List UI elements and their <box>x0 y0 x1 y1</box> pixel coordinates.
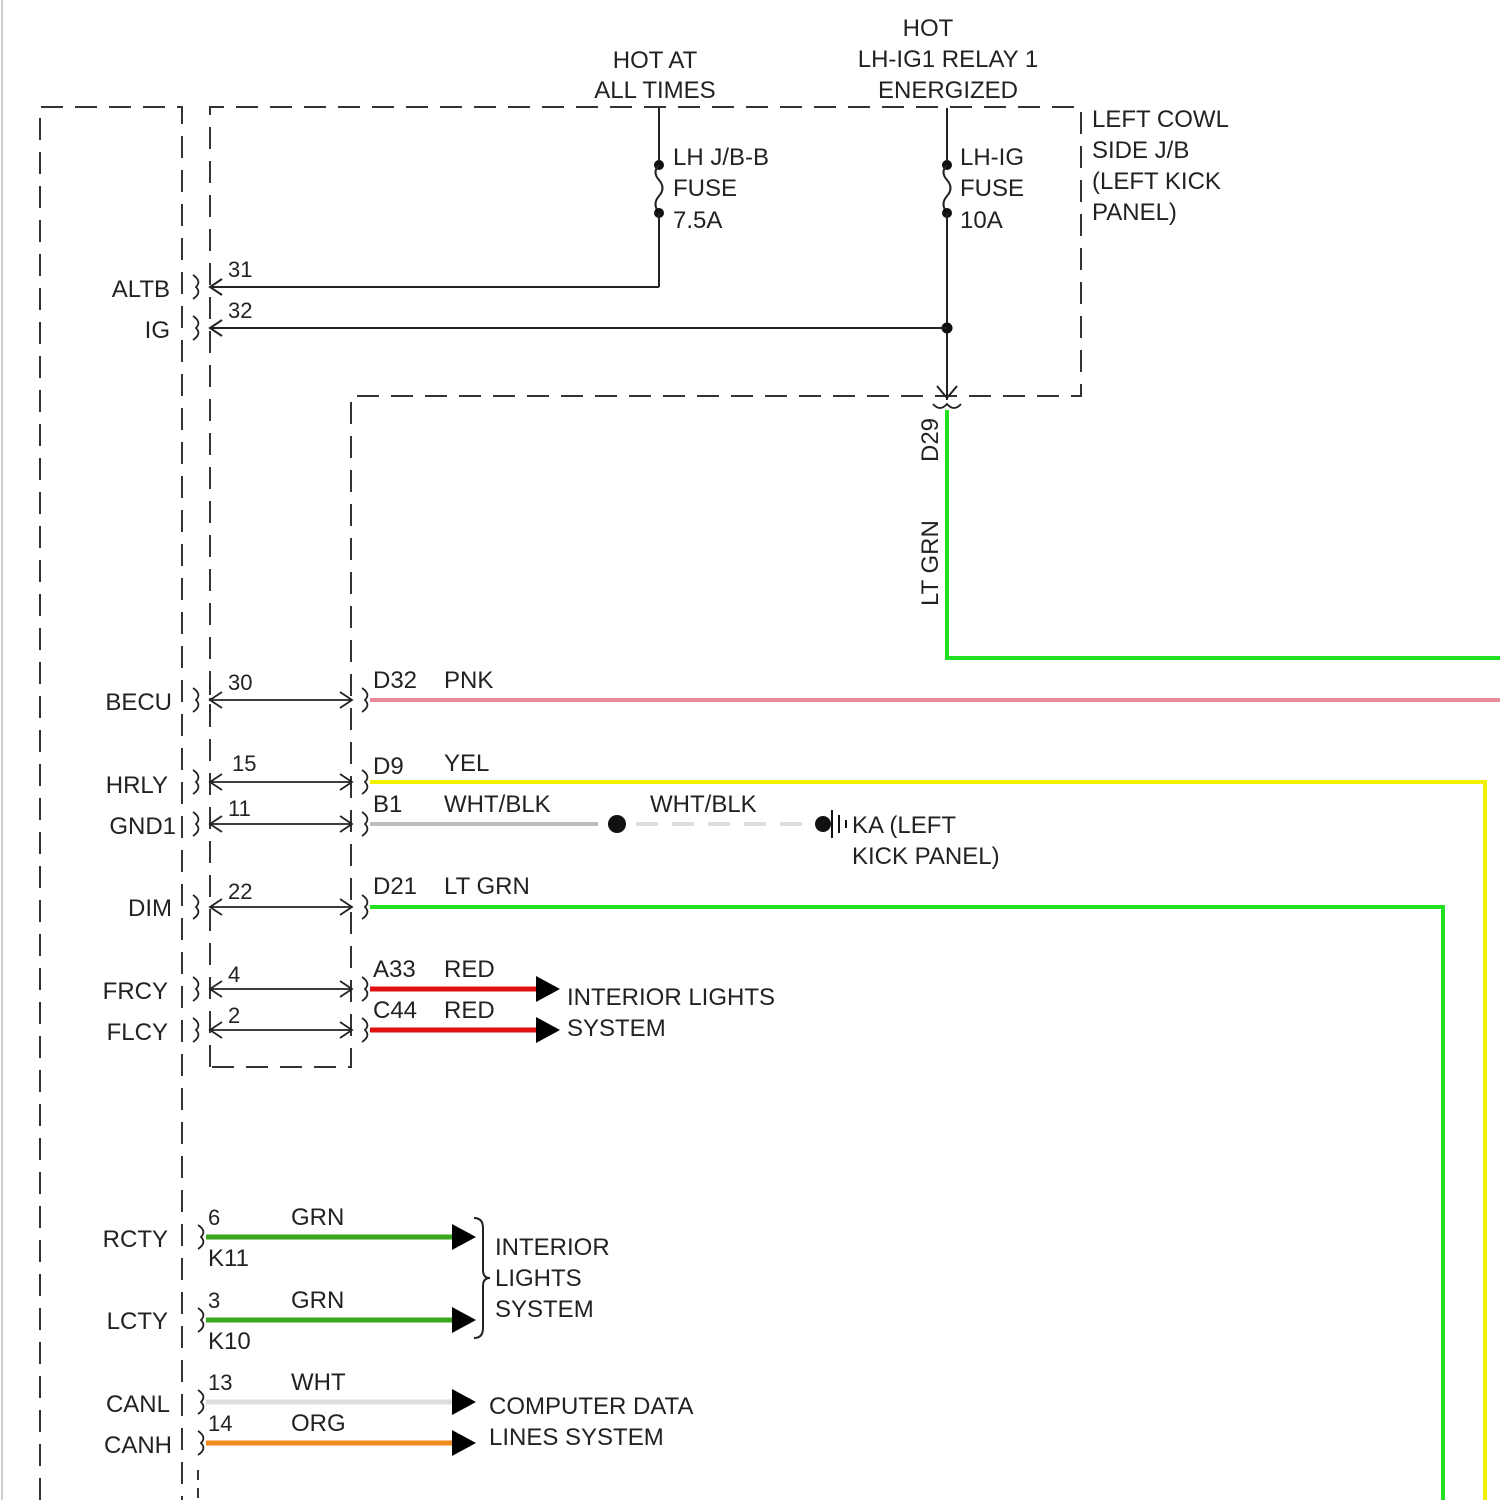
hot-relay-line1: HOT <box>903 15 954 42</box>
pin-number-11: 11 <box>228 796 251 821</box>
pin-name-rcty: RCTY <box>103 1226 168 1253</box>
wire-can13-color-label: WHT <box>291 1369 346 1396</box>
fuse2-label-line1: LH-IG <box>960 144 1024 171</box>
connector-c44: C44 <box>373 997 417 1024</box>
fuse-lh-ig <box>210 108 961 408</box>
wire-can14-color-label: ORG <box>291 1410 346 1437</box>
ground-label-line1: KA (LEFT <box>852 812 956 839</box>
connector-k11: K11 <box>208 1245 249 1272</box>
pin-number-13: 13 <box>208 1370 232 1395</box>
connector-symbol-k10 <box>198 1308 203 1332</box>
connector-d29: D29 <box>917 418 944 462</box>
pin-number-22: 22 <box>228 879 252 904</box>
wire-d29-lt-grn <box>947 410 1500 658</box>
connector-symbol-k11 <box>198 1225 203 1249</box>
hot-at-all-times-line2: ALL TIMES <box>594 77 715 104</box>
pin-number-31: 31 <box>228 257 252 282</box>
hot-at-all-times-line1: HOT AT <box>613 47 698 74</box>
wire-b1-color-label-2: WHT/BLK <box>650 791 757 818</box>
wire-d29-color-label: LT GRN <box>917 520 944 606</box>
ground-icon <box>832 810 846 838</box>
junction-box-label-line4: PANEL) <box>1092 199 1177 226</box>
fuse1-label-line1: LH J/B-B <box>673 144 769 171</box>
arrow-c44 <box>536 1017 560 1043</box>
pin-number-14: 14 <box>208 1411 232 1436</box>
wire-c44-color-label: RED <box>444 997 495 1024</box>
ground-point <box>815 816 831 832</box>
connector-a33: A33 <box>373 956 416 983</box>
inner-box-connector-symbols <box>362 688 367 1042</box>
connector-symbol-can13 <box>198 1390 203 1414</box>
connector-d21: D21 <box>373 873 417 900</box>
pin-number-3: 3 <box>208 1288 220 1313</box>
pin-number-15: 15 <box>232 751 256 776</box>
fuse1-label-line3: 7.5A <box>673 207 722 234</box>
interior-lights-bracket <box>474 1218 490 1338</box>
wire-d9-color-label: YEL <box>444 750 489 777</box>
splice-point <box>608 815 626 833</box>
hot-relay-line2: LH-IG1 RELAY 1 <box>858 46 1039 73</box>
connector-k10: K10 <box>208 1328 251 1355</box>
wire-k10-color-label: GRN <box>291 1287 344 1314</box>
pin-number-2: 2 <box>228 1003 240 1028</box>
arrow-can14 <box>452 1430 476 1456</box>
fuse2-label-line2: FUSE <box>960 175 1024 202</box>
pin-number-6: 6 <box>208 1205 220 1230</box>
fuse-lh-jb-b <box>210 108 664 295</box>
pin-name-becu: BECU <box>105 689 172 716</box>
module-inner-box <box>210 107 1081 1067</box>
hot-relay-line3: ENERGIZED <box>878 77 1018 104</box>
pin-name-lcty: LCTY <box>107 1308 168 1335</box>
pin-name-altb: ALTB <box>112 276 170 303</box>
ground-label-line2: KICK PANEL) <box>852 843 1000 870</box>
pin-name-gnd1: GND1 <box>109 813 176 840</box>
junction-box-label-line3: (LEFT KICK <box>1092 168 1221 195</box>
dest-interior-lights-2-line1: INTERIOR <box>495 1234 610 1261</box>
connector-b1: B1 <box>373 791 402 818</box>
wire-k11-color-label: GRN <box>291 1204 344 1231</box>
fuse1-label-line2: FUSE <box>673 175 737 202</box>
arrow-k10 <box>452 1307 476 1333</box>
junction-box-label-line1: LEFT COWL <box>1092 106 1229 133</box>
pin-name-dim: DIM <box>128 895 172 922</box>
pin-name-ig: IG <box>145 317 170 344</box>
module-outer-box <box>40 107 182 1500</box>
connector-d9: D9 <box>373 753 404 780</box>
pin-name-canl: CANL <box>106 1391 170 1418</box>
arrow-can13 <box>452 1389 476 1415</box>
pin-number-4: 4 <box>228 962 240 987</box>
connector-symbol-can14 <box>198 1431 203 1455</box>
dest-interior-lights-1-line2: SYSTEM <box>567 1015 666 1042</box>
connector-d32: D32 <box>373 667 417 694</box>
dest-interior-lights-1-line1: INTERIOR LIGHTS <box>567 984 775 1011</box>
pin-number-32: 32 <box>228 298 252 323</box>
fuse2-label-line3: 10A <box>960 207 1003 234</box>
pin-number-30: 30 <box>228 670 252 695</box>
module-connector-symbols <box>193 275 198 1042</box>
arrow-k11 <box>452 1224 476 1250</box>
wire-d32-color-label: PNK <box>444 667 493 694</box>
pin-name-canh: CANH <box>104 1432 172 1459</box>
wire-b1-color-label: WHT/BLK <box>444 791 551 818</box>
dest-computer-data-line2: LINES SYSTEM <box>489 1424 664 1451</box>
dest-interior-lights-2-line2: LIGHTS <box>495 1265 582 1292</box>
dest-interior-lights-2-line3: SYSTEM <box>495 1296 594 1323</box>
pin-name-frcy: FRCY <box>103 978 168 1005</box>
arrow-a33 <box>536 976 560 1002</box>
junction-box-label-line2: SIDE J/B <box>1092 137 1189 164</box>
wire-d21-color-label: LT GRN <box>444 873 530 900</box>
dest-computer-data-line1: COMPUTER DATA <box>489 1393 693 1420</box>
pin-name-hrly: HRLY <box>106 772 168 799</box>
wire-a33-color-label: RED <box>444 956 495 983</box>
pin-name-flcy: FLCY <box>107 1019 168 1046</box>
